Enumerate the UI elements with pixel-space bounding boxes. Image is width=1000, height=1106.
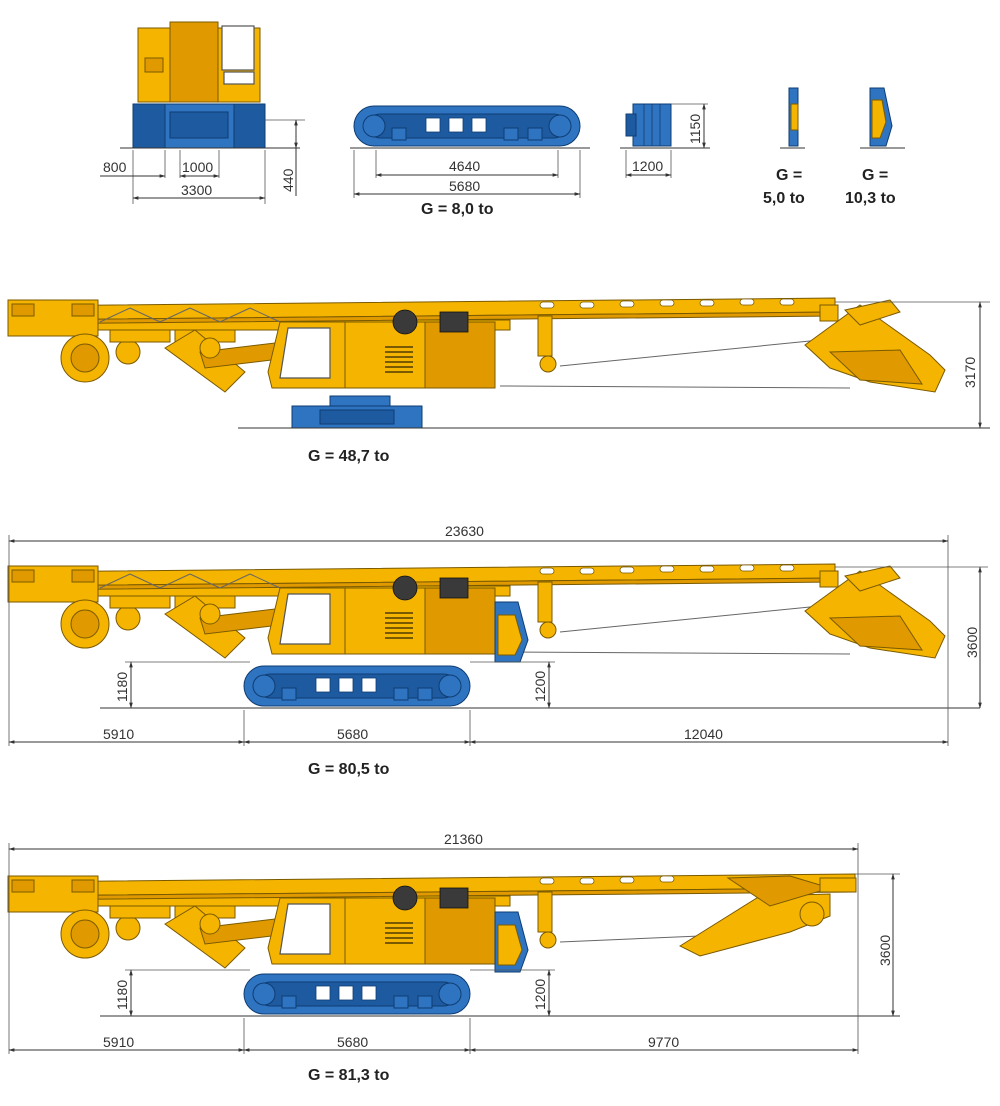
counterweight-small-label-2: 5,0 to bbox=[763, 190, 805, 207]
config3-length: 21360 bbox=[444, 831, 483, 847]
config3-seg-5910: 5910 bbox=[103, 1034, 134, 1050]
dim-1150: 1150 bbox=[687, 114, 703, 144]
config2-left-height: 1180 bbox=[114, 672, 130, 702]
config2-seg-5910: 5910 bbox=[103, 726, 134, 742]
config2-seg-12040: 12040 bbox=[684, 726, 723, 742]
crawler-end-view bbox=[620, 103, 710, 178]
config2-right-height: 1200 bbox=[532, 671, 548, 702]
dim-1000: 1000 bbox=[182, 159, 213, 175]
config3-seg-5680: 5680 bbox=[337, 1034, 368, 1050]
crawler-track-view bbox=[350, 105, 590, 198]
dim-800: 800 bbox=[103, 159, 127, 175]
config2-length: 23630 bbox=[445, 523, 484, 539]
config2-height: 3600 bbox=[964, 627, 980, 658]
machine-config-2 bbox=[7, 535, 988, 746]
config2-seg-5680: 5680 bbox=[337, 726, 368, 742]
config1-weight: G = 48,7 to bbox=[308, 448, 390, 465]
dim-4640: 4640 bbox=[449, 158, 480, 174]
config3-height: 3600 bbox=[877, 935, 893, 966]
dim-3300: 3300 bbox=[181, 182, 212, 198]
config3-seg-9770: 9770 bbox=[648, 1034, 679, 1050]
counterweight-large-label-2: 10,3 to bbox=[845, 190, 896, 207]
dim-440: 440 bbox=[280, 168, 296, 192]
dim-5680: 5680 bbox=[449, 178, 480, 194]
config1-height: 3170 bbox=[962, 357, 978, 388]
counterweight-large-label-1: G = bbox=[862, 167, 888, 184]
counterweight-small-label-1: G = bbox=[776, 167, 802, 184]
config3-left-height: 1180 bbox=[114, 980, 130, 1010]
crane-front-view bbox=[100, 21, 305, 204]
crawler-weight: G = 8,0 to bbox=[421, 201, 494, 218]
config3-right-height: 1200 bbox=[532, 979, 548, 1010]
machine-config-3 bbox=[7, 843, 900, 1054]
config2-weight: G = 80,5 to bbox=[308, 761, 390, 778]
counterweight-large bbox=[860, 87, 905, 149]
dim-1200-end: 1200 bbox=[632, 158, 663, 174]
counterweight-small bbox=[780, 87, 805, 149]
config3-weight: G = 81,3 to bbox=[308, 1067, 390, 1084]
machine-config-1 bbox=[7, 297, 990, 429]
